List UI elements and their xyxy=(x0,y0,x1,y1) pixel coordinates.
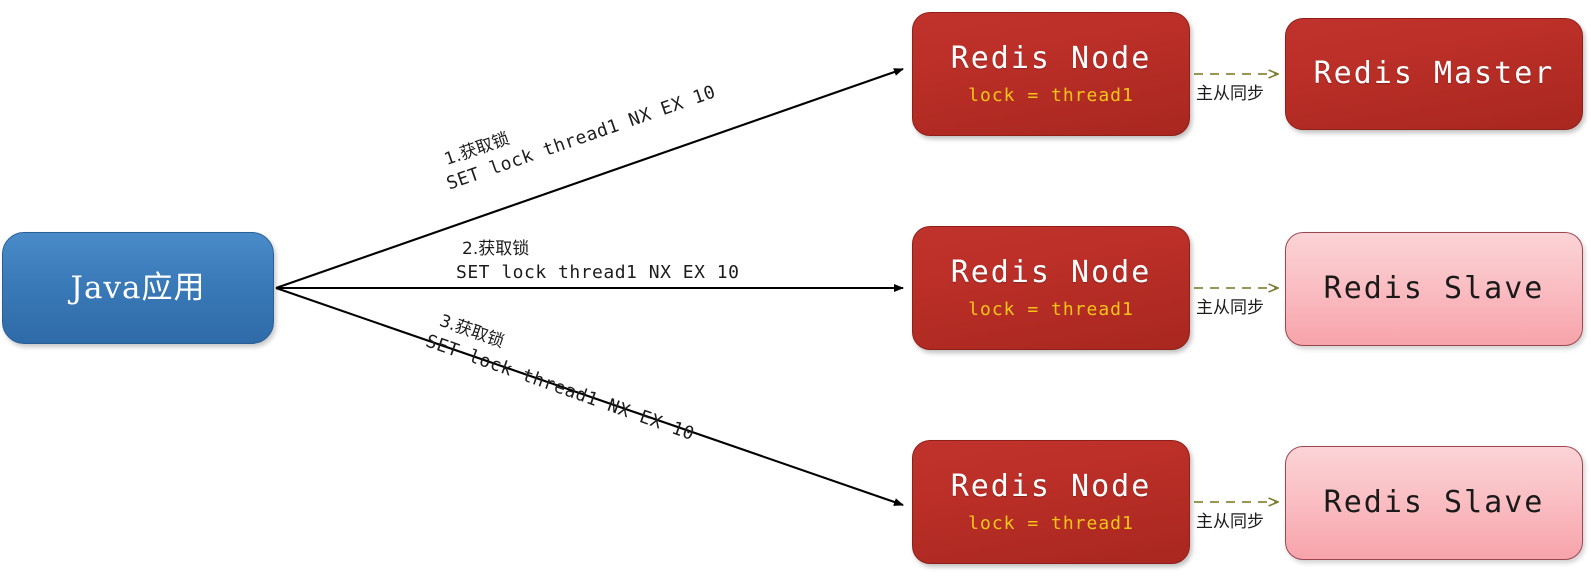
redis-node-2-lock-value: lock = thread1 xyxy=(968,298,1134,320)
request-label-2-step: 2.获取锁 xyxy=(462,239,530,259)
redis-master-1-title: Redis Master xyxy=(1313,56,1555,91)
redis-slave-3-title: Redis Slave xyxy=(1323,485,1545,520)
redis-node-3-lock-value: lock = thread1 xyxy=(968,512,1134,534)
redis-slave-3[interactable]: Redis Slave xyxy=(1285,446,1583,560)
request-label-2-command: SET lock thread1 NX EX 10 xyxy=(456,261,740,283)
sync-label-3: 主从同步 xyxy=(1196,512,1264,532)
request-label-1: 1.获取锁 SET lock thread1 NX EX 10 xyxy=(436,59,719,197)
redis-slave-2[interactable]: Redis Slave xyxy=(1285,232,1583,346)
redis-node-1-lock-value: lock = thread1 xyxy=(968,84,1134,106)
redis-master-1[interactable]: Redis Master xyxy=(1285,18,1583,130)
sync-label-2: 主从同步 xyxy=(1196,298,1264,318)
redis-node-2[interactable]: Redis Node lock = thread1 xyxy=(912,226,1190,350)
redis-node-2-title: Redis Node xyxy=(950,254,1152,290)
redis-node-1[interactable]: Redis Node lock = thread1 xyxy=(912,12,1190,136)
request-label-3: 3.获取锁 SET lock thread1 NX EX 10 xyxy=(422,308,705,447)
sync-label-1: 主从同步 xyxy=(1196,84,1264,104)
request-label-2: 2.获取锁 SET lock thread1 NX EX 10 xyxy=(456,238,739,285)
redis-node-1-title: Redis Node xyxy=(950,40,1152,76)
client-node-label: Java应用 xyxy=(70,269,206,306)
redis-node-3[interactable]: Redis Node lock = thread1 xyxy=(912,440,1190,564)
client-node-java-app[interactable]: Java应用 xyxy=(2,232,274,344)
redis-slave-2-title: Redis Slave xyxy=(1323,271,1545,306)
redis-node-3-title: Redis Node xyxy=(950,468,1152,504)
